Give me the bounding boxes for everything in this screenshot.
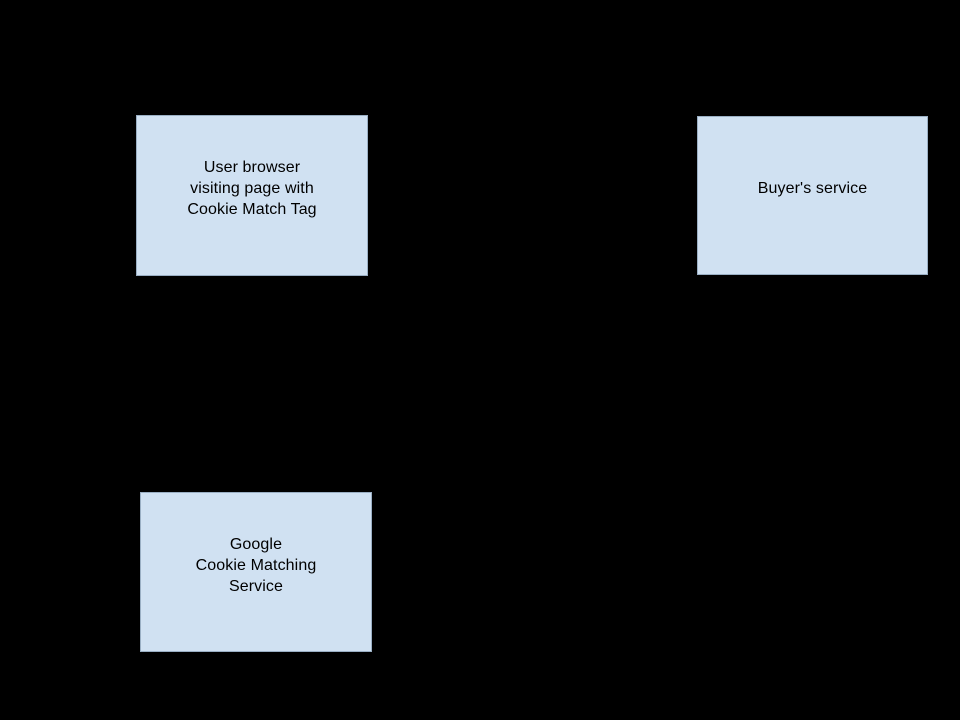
node-google-cookie-matching-service-label: Google Cookie Matching Service: [195, 535, 317, 595]
node-user-browser[interactable]: User browser visiting page with Cookie M…: [136, 115, 368, 276]
node-google-cookie-matching-service[interactable]: Google Cookie Matching Service: [140, 492, 372, 652]
node-user-browser-label: User browser visiting page with Cookie M…: [187, 159, 317, 218]
node-buyers-service[interactable]: Buyer's service: [697, 116, 928, 275]
node-buyers-service-label: Buyer's service: [757, 180, 868, 197]
